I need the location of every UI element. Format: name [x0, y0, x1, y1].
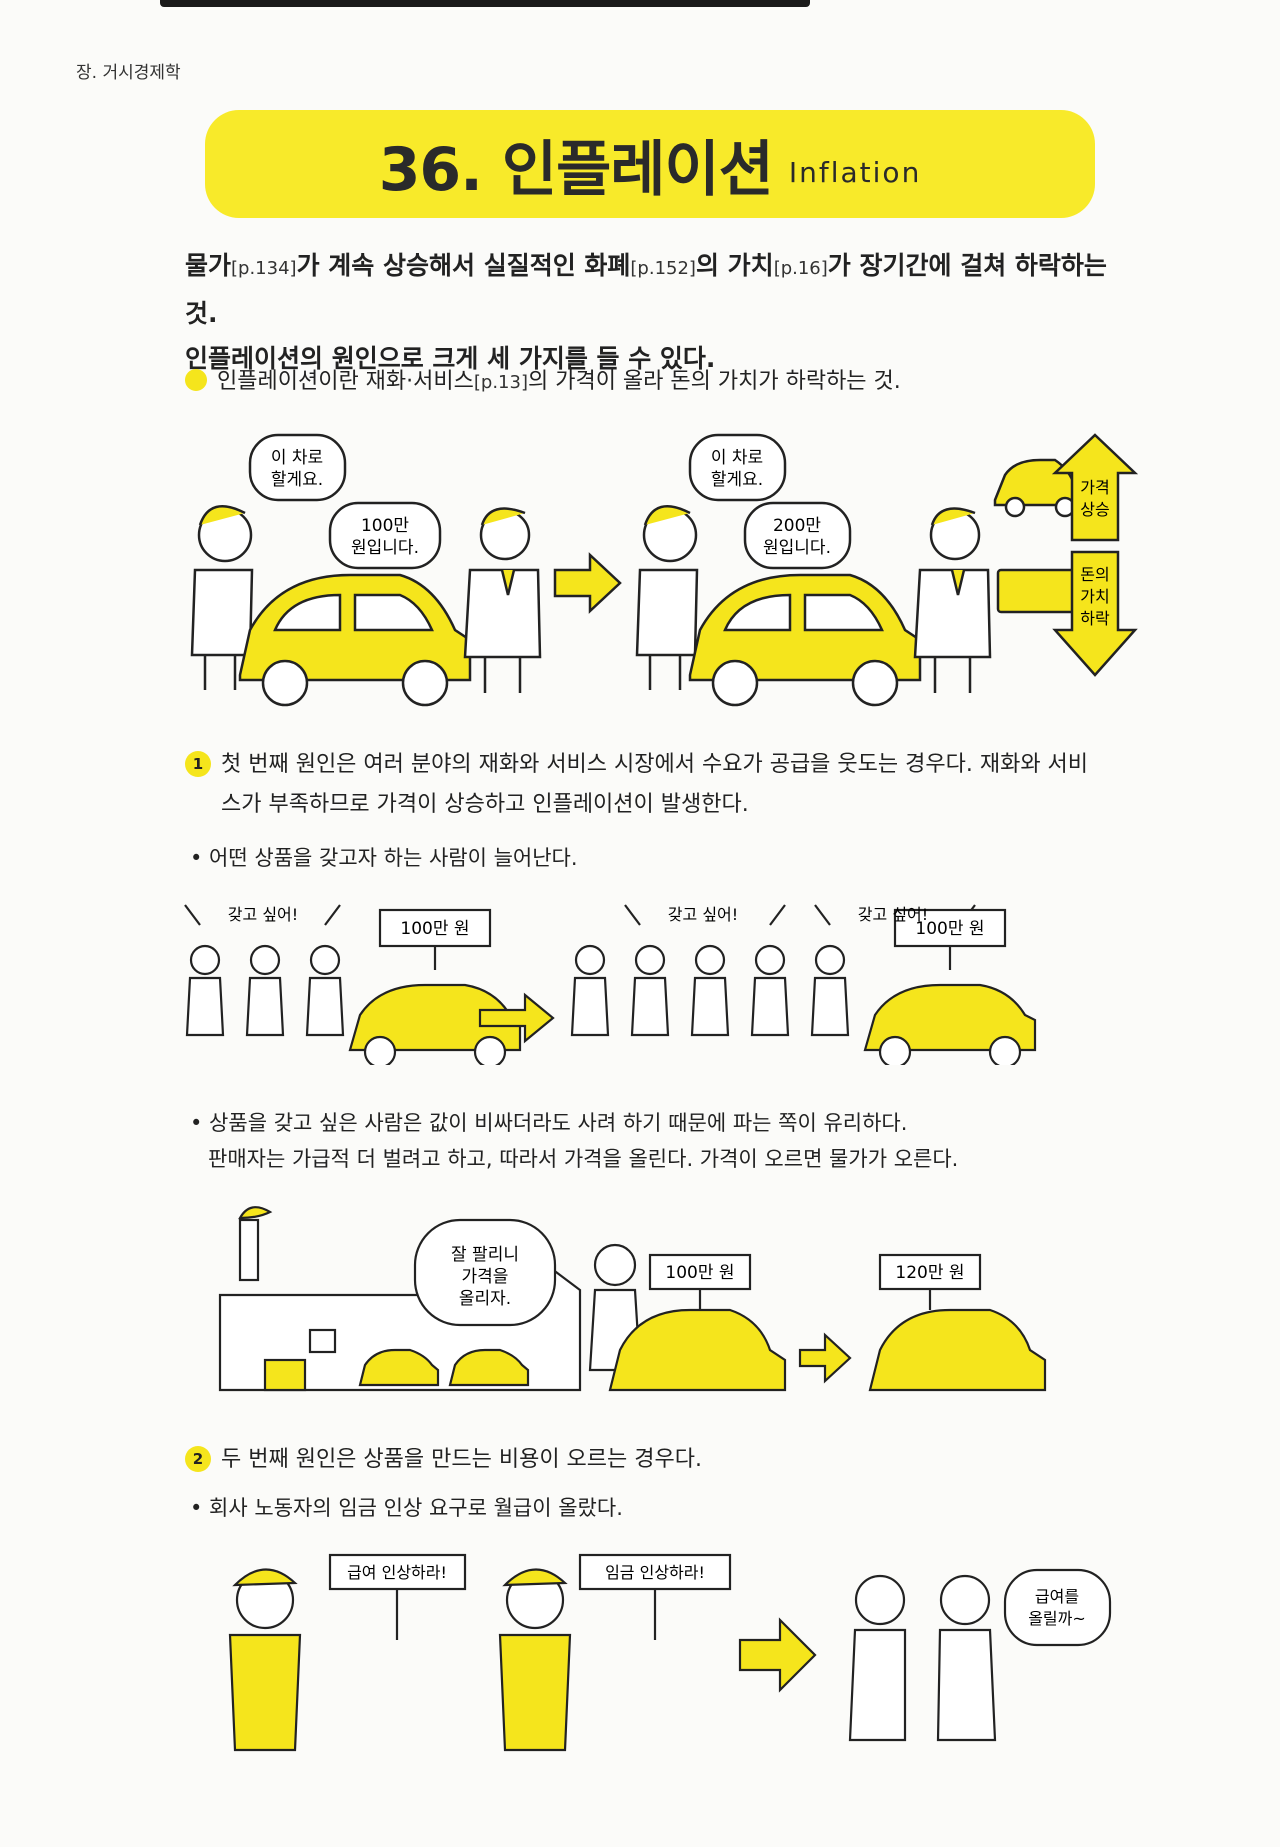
definition-line-1: 물가[p.134]가 계속 상승해서 실질적인 화폐[p.152]의 가치[p.… — [185, 243, 1135, 336]
definition-text: 가 장기간에 걸쳐 하락하는 것. — [185, 251, 1107, 328]
bubble-left-customer-1: 이 차로 — [271, 448, 323, 468]
page-reference: [p.134] — [231, 258, 297, 279]
page-top-edge — [160, 0, 810, 7]
definition-line-2: 인플레이션의 원인으로 크게 세 가지를 들 수 있다. — [185, 344, 716, 373]
page-reference: [p.16] — [773, 258, 828, 279]
bullet-2: • 상품을 갖고 싶은 사람은 값이 비싸더라도 사려 하기 때문에 파는 쪽이… — [190, 1111, 959, 1171]
chapter-header: 장. 거시경제학 — [76, 63, 181, 83]
bullet-3: • 회사 노동자의 임금 인상 요구로 월급이 올랐다. — [190, 1496, 623, 1520]
intro-line: 인플레이션이란 재화·서비스[p.13]의 가격이 올라 돈의 가치가 하락하는… — [185, 365, 901, 400]
number-badge-1: 1 — [185, 751, 211, 777]
sign-wage-2: 임금 인상하라! — [605, 1563, 705, 1582]
definition: 물가[p.134]가 계속 상승해서 실질적인 화폐[p.152]의 가치[p.… — [185, 243, 1135, 381]
demand-increase-illustration: 갖고 싶어! 갖고 싶어! 갖고 싶어! 100만 원 100만 원 — [184, 904, 1037, 1065]
arrow-up-label-1: 가격 — [1080, 478, 1109, 497]
arrow-up-label-2: 상승 — [1080, 500, 1109, 519]
want-label-3: 갖고 싶어! — [858, 905, 928, 924]
bubble-right-customer-1: 이 차로 — [711, 448, 763, 468]
bubble-right-customer-2: 할게요. — [711, 470, 763, 490]
bubble-left-seller-2: 원입니다. — [351, 538, 419, 558]
definition-text: 의 가치 — [695, 251, 774, 280]
bubble-right-seller-1: 200만 — [773, 516, 821, 536]
arrow-down-label-1: 돈의 — [1080, 565, 1109, 584]
bubble-raise-3: 올리자. — [459, 1289, 511, 1309]
definition-text: 물가 — [185, 251, 232, 280]
page-title: 36. 인플레이션 — [378, 134, 774, 205]
want-label-2: 갖고 싶어! — [668, 905, 738, 924]
price-sign-2: 100만 원 — [915, 919, 984, 939]
price-before: 100만 원 — [665, 1263, 734, 1283]
page-reference: [p.152] — [630, 258, 696, 279]
title-banner: 36. 인플레이션 Inflation — [205, 110, 1095, 218]
bubble-right-seller-2: 원입니다. — [763, 538, 831, 558]
want-label-1: 갖고 싶어! — [228, 905, 298, 924]
arrow-down-label-3: 하락 — [1080, 609, 1110, 628]
definition-text: 가 계속 상승해서 실질적인 화폐 — [296, 251, 631, 280]
bubble-wage-2: 올릴까~ — [1028, 1609, 1086, 1628]
wage-demand-illustration: 급여 인상하라! 임금 인상하라! 급여를 올릴까~ — [228, 1553, 1112, 1752]
sign-wage-1: 급여 인상하라! — [347, 1563, 447, 1582]
yellow-dot-icon — [185, 369, 207, 391]
bullet-1: • 어떤 상품을 갖고자 하는 사람이 늘어난다. — [190, 846, 578, 870]
price-after: 120만 원 — [895, 1263, 964, 1283]
arrow-down-label-2: 가치 — [1080, 587, 1109, 606]
bubble-raise-2: 가격을 — [462, 1267, 509, 1287]
bubble-left-customer-2: 할게요. — [271, 470, 323, 490]
bubble-left-seller-1: 100만 — [361, 516, 409, 536]
bubble-raise-1: 잘 팔리니 — [451, 1245, 519, 1265]
price-sign-1: 100만 원 — [400, 919, 469, 939]
page-title-english: Inflation — [788, 155, 922, 189]
bubble-wage-1: 급여를 — [1035, 1587, 1079, 1606]
number-badge-2: 2 — [185, 1446, 211, 1472]
car-sale-illustration: 이 차로 할게요. 100만 원입니다. 이 차로 할게요. 200만 원입니다… — [190, 433, 1139, 707]
price-raise-illustration: 잘 팔리니 가격을 올리자. 100만 원 120만 원 — [218, 1206, 1047, 1392]
